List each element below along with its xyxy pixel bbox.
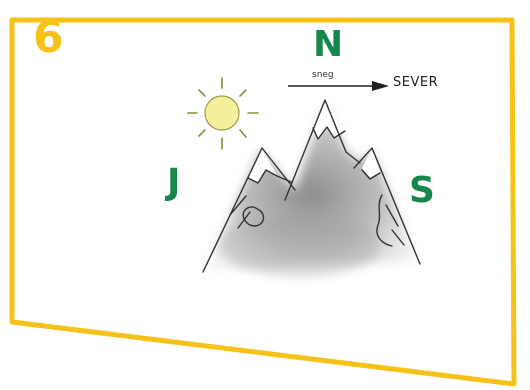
arrow-caption: sneg <box>312 70 334 80</box>
compass-north-side-label: S <box>409 173 435 209</box>
mountain-drawing <box>203 100 420 277</box>
north-arrow-icon <box>288 81 389 91</box>
step-number: 6 <box>33 16 64 60</box>
arrow-target-label: SEVER <box>393 75 438 90</box>
compass-south-label: J <box>167 165 180 201</box>
sun-icon <box>188 78 258 149</box>
compass-north-label: N <box>313 27 343 63</box>
